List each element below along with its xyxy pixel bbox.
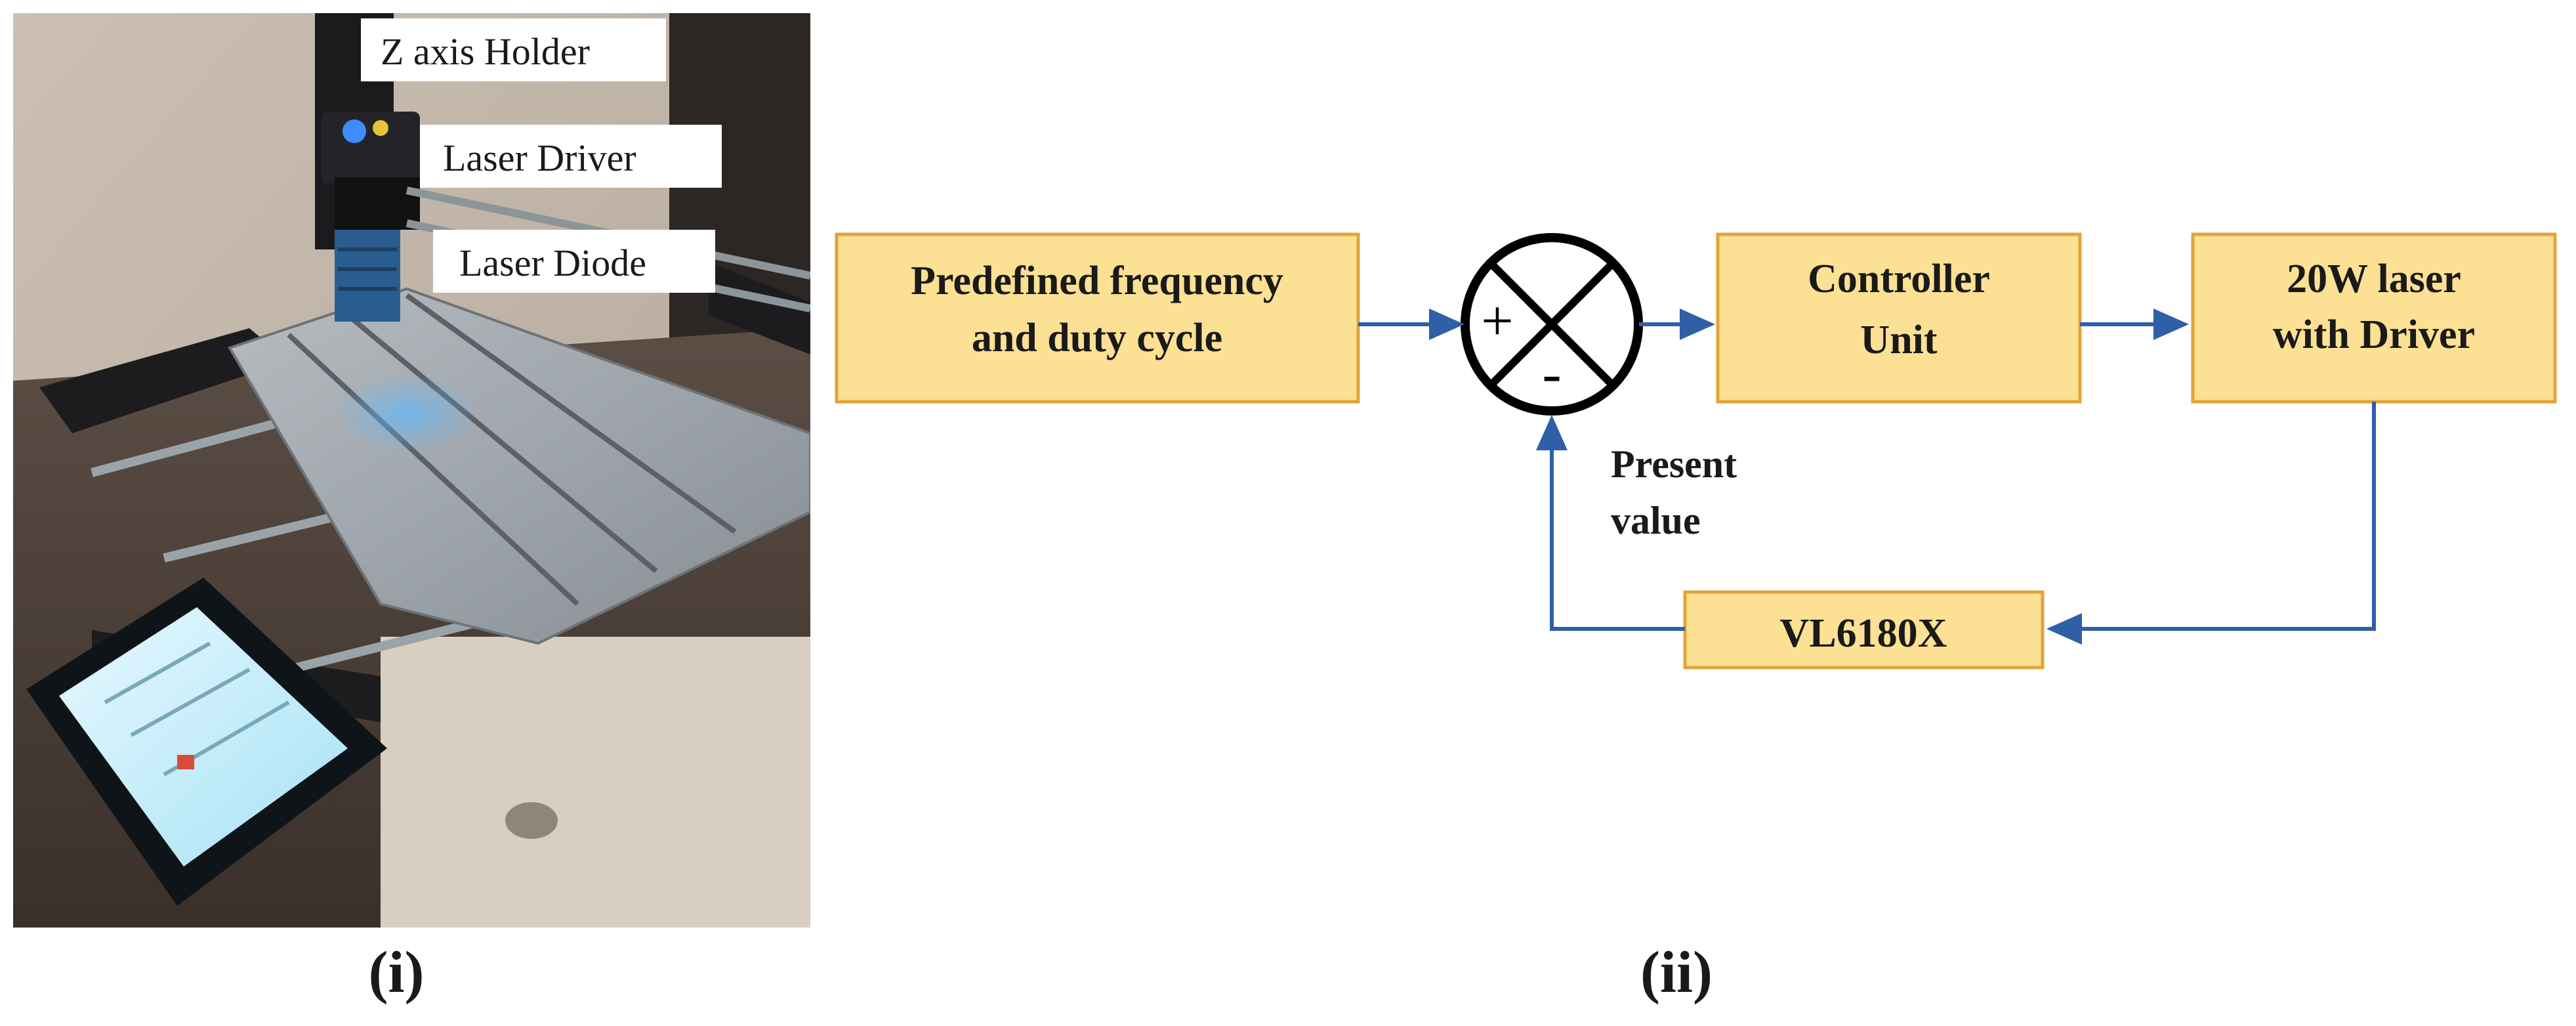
screen-ui-line xyxy=(130,668,251,737)
bed-slot xyxy=(287,333,579,606)
laser-glow xyxy=(335,374,479,453)
screen-button xyxy=(177,755,194,769)
rod xyxy=(287,619,474,674)
feedback-label-line2: value xyxy=(1611,499,1701,542)
rod xyxy=(163,507,356,563)
controller-unit-label-line1: Controller xyxy=(1808,257,1990,301)
left-frame-rail xyxy=(39,328,289,433)
laser-driver-block xyxy=(2191,232,2557,404)
callout-box-laser-diode xyxy=(433,230,715,293)
panel-label-ii: (ii) xyxy=(1640,940,1713,1005)
callout-laser-driver: Laser Driver xyxy=(443,137,636,179)
controller-display-screen xyxy=(59,607,348,866)
setpoint-block xyxy=(835,232,1360,404)
controller-unit-block xyxy=(1716,232,2082,404)
cabinet xyxy=(381,637,810,928)
vl6180x-sensor-block xyxy=(1683,590,2045,670)
callout-z-axis-holder: Z axis Holder xyxy=(381,30,590,73)
callout-box-laser-driver xyxy=(420,125,722,188)
callout-box-z-axis-holder xyxy=(361,18,666,81)
laser-driver-label-line2: with Driver xyxy=(2273,312,2475,357)
aluminium-bed xyxy=(228,287,810,645)
panel-label-i: (i) xyxy=(368,940,425,1005)
laser-engraver-photo: Z axis Holder Laser Driver Laser Diode xyxy=(13,13,810,928)
setpoint-block-label-line2: and duty cycle xyxy=(972,316,1222,360)
laser-driver-label-line1: 20W laser xyxy=(2287,257,2461,301)
rod xyxy=(91,416,290,477)
summing-junction xyxy=(1461,233,1643,416)
vl6180x-sensor-label: VL6180X xyxy=(1780,611,1947,656)
controller-unit-label-line2: Unit xyxy=(1860,318,1937,362)
screen-ui-line xyxy=(104,641,211,704)
bed-slot xyxy=(405,293,737,534)
callout-laser-diode: Laser Diode xyxy=(459,242,646,284)
summing-plus-sign: + xyxy=(1481,289,1514,353)
laser-diode-heatsink xyxy=(335,230,400,322)
laser-driver-board xyxy=(335,177,420,230)
driver-led xyxy=(343,119,366,143)
arrow-sensor-to-junction xyxy=(1536,415,1685,631)
bed-slot xyxy=(346,312,658,574)
setpoint-block-label-line1: Predefined frequency xyxy=(911,259,1283,303)
right-frame-rail xyxy=(709,263,810,354)
driver-led xyxy=(373,120,388,136)
feedback-label-line1: Present xyxy=(1611,442,1737,486)
summing-minus-sign: - xyxy=(1542,342,1561,406)
cabinet-knob xyxy=(505,802,558,839)
arrow-laser-to-sensor xyxy=(2046,402,2376,645)
